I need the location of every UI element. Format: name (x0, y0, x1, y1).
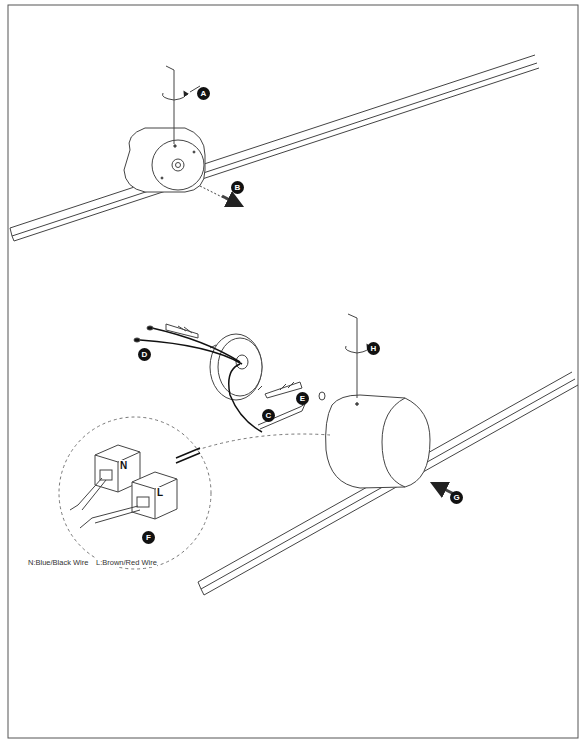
terminal-label: L (156, 487, 164, 498)
callout-letter: H (367, 342, 380, 355)
wire-note: N:Blue/Black Wire (28, 558, 88, 567)
wire-note: L:Brown/Red Wire (96, 558, 157, 567)
callout-letter: F (142, 531, 155, 544)
callout-letter: G (450, 491, 463, 504)
callout-letter: B (231, 181, 244, 194)
callout-letter: D (138, 348, 151, 361)
callout-letter: A (197, 87, 210, 100)
callout-letter: C (262, 409, 275, 422)
terminal-label: N (119, 460, 128, 471)
callout-letter: E (296, 392, 309, 405)
